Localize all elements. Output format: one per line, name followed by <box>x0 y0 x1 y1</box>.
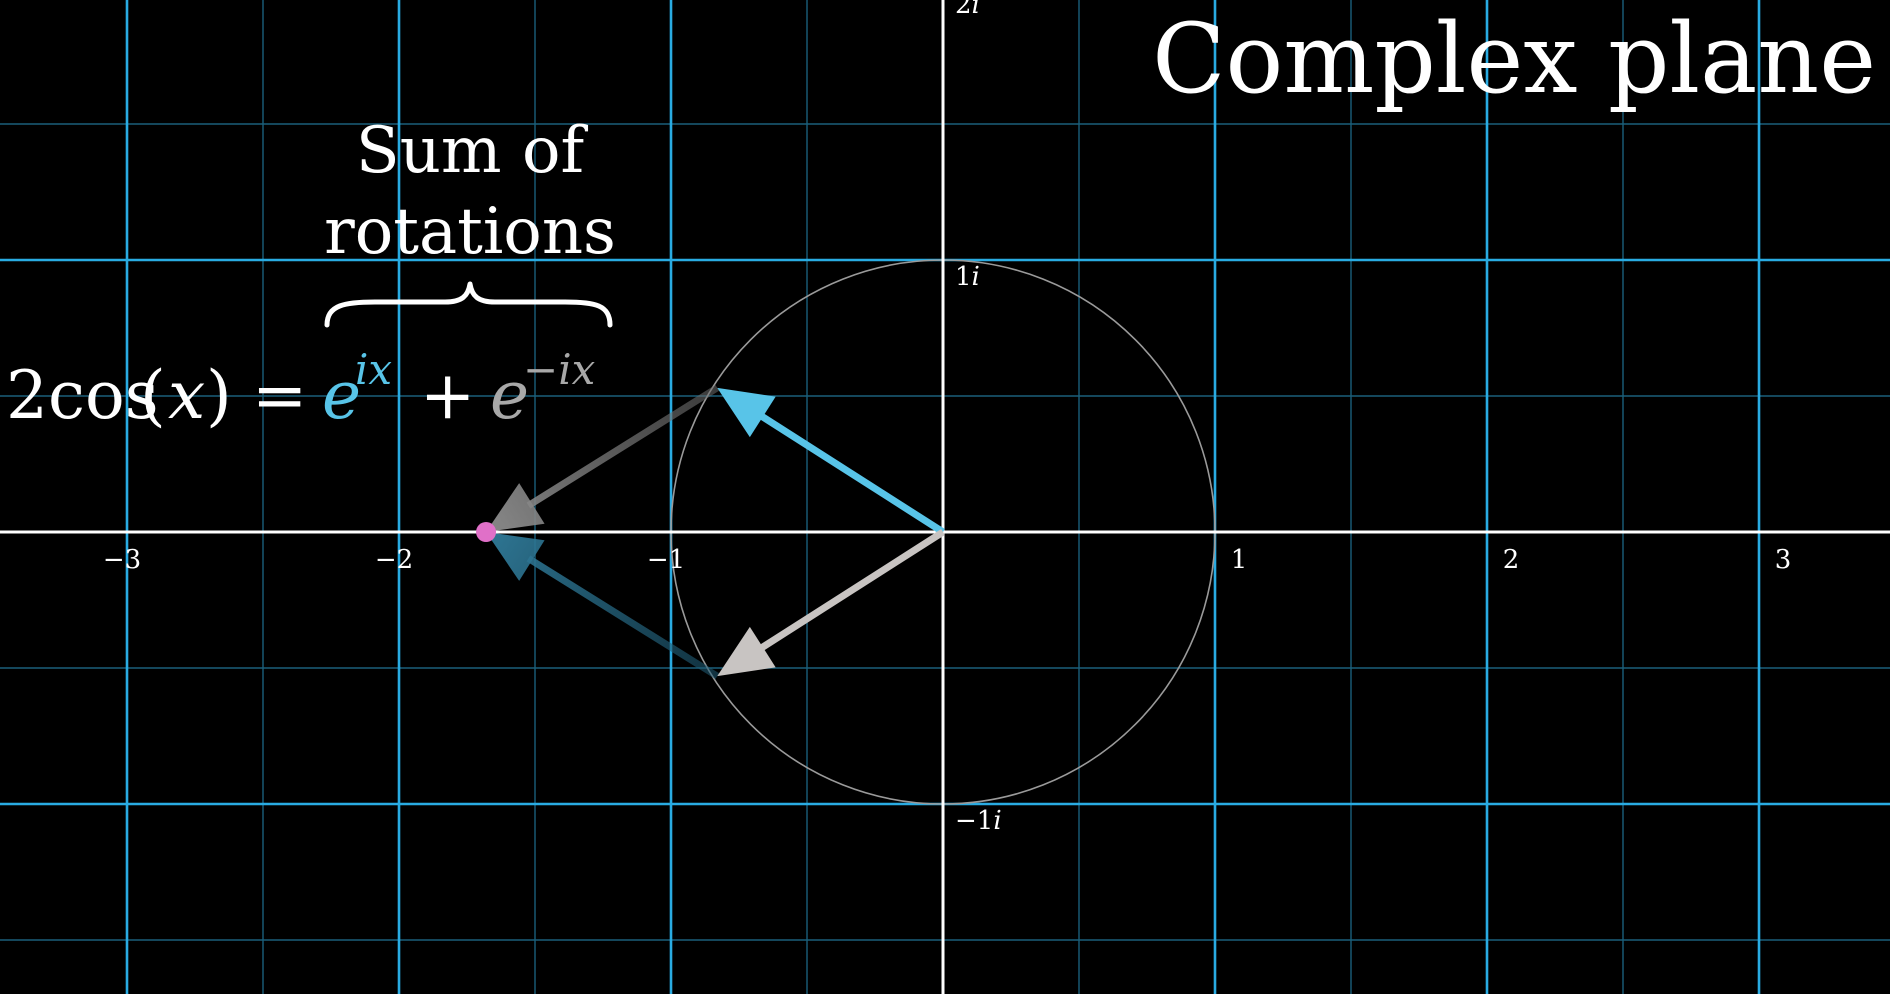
curly-brace <box>324 281 613 328</box>
rotation-vectors <box>476 384 945 680</box>
equation-term2-base: e <box>490 357 529 434</box>
real-tick-label: 2 <box>1503 545 1520 575</box>
real-tick-label: 3 <box>1775 545 1792 575</box>
equation-term1-exponent: ix <box>355 345 392 394</box>
annotation-line-2: rotations <box>324 195 616 269</box>
imaginary-tick-label: 1i <box>955 262 980 292</box>
translated-e-neg-ix-arrow <box>486 384 720 532</box>
real-tick-label: −1 <box>647 545 685 575</box>
translated-e-pos-ix-arrow-shaft <box>526 555 720 680</box>
imaginary-tick-label: −1i <box>955 806 1002 836</box>
e-neg-ix-arrow <box>717 529 945 677</box>
real-tick-label: −2 <box>375 545 413 575</box>
equation-lhs-close-paren: ) <box>206 357 232 434</box>
equation-term1-base: e <box>322 357 361 434</box>
translated-e-neg-ix-arrow-shaft <box>526 384 720 509</box>
e-pos-ix-arrow-shaft <box>757 411 945 535</box>
equation-lhs-coefficient: 2 <box>6 357 48 434</box>
e-neg-ix-arrow-shaft <box>757 529 945 653</box>
equation-lhs-open-paren: ( <box>140 357 166 434</box>
equation-equals: = <box>252 357 307 434</box>
real-tick-label: −3 <box>103 545 141 575</box>
e-pos-ix-arrow <box>717 387 945 535</box>
equation: 2 cos ( x ) = e ix + e −ix <box>6 345 596 434</box>
equation-lhs-function: cos <box>48 357 159 434</box>
e-pos-ix-arrow-head <box>717 387 776 438</box>
imaginary-tick-label: 2i <box>955 0 980 20</box>
sum-point-dot <box>476 522 497 542</box>
e-neg-ix-arrow-head <box>717 626 776 677</box>
equation-plus: + <box>420 357 475 434</box>
translated-e-pos-ix-arrow-head <box>486 532 545 581</box>
translated-e-pos-ix-arrow <box>486 532 720 680</box>
equation-term2-exponent: −ix <box>523 345 596 394</box>
translated-e-neg-ix-arrow-head <box>486 483 545 532</box>
equation-lhs-variable: x <box>168 357 205 434</box>
annotation-line-1: Sum of <box>356 114 589 188</box>
real-tick-label: 1 <box>1231 545 1248 575</box>
axis-tick-labels: −3 −2 −1 1 2 3 2i 1i −1i <box>103 0 1791 836</box>
plane-title: Complex plane <box>1152 3 1876 115</box>
